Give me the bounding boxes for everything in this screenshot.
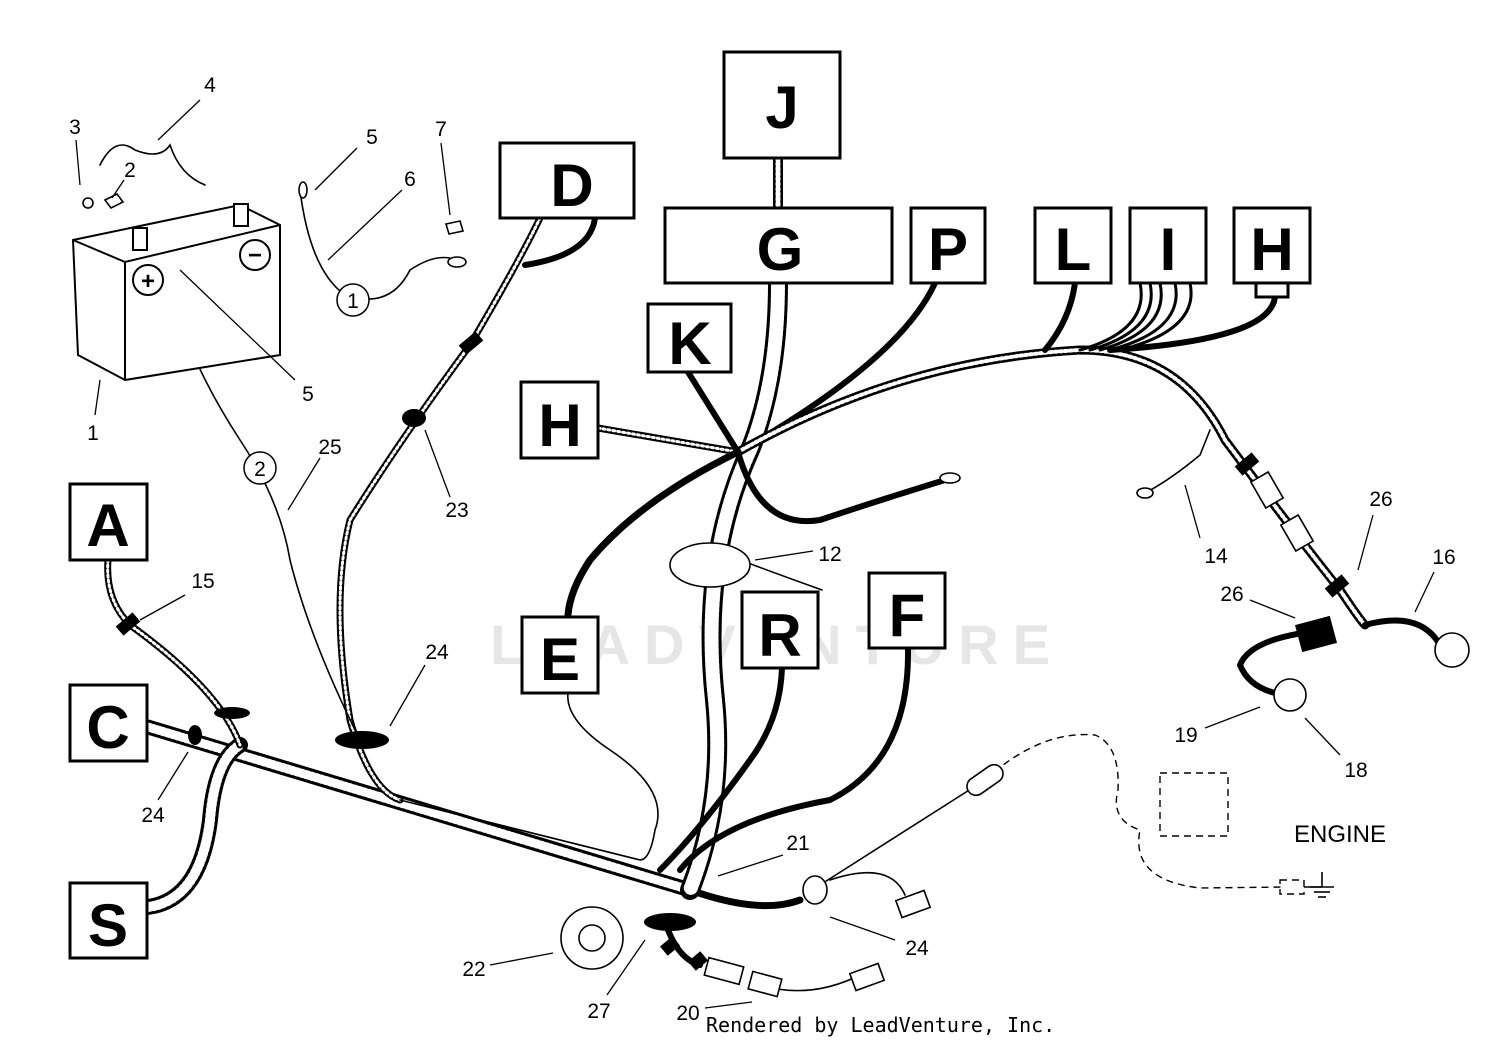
callout-12: 12 [818,543,841,566]
connector-D-label: D [550,152,593,219]
circled-callout-2-text: 2 [254,458,266,481]
connector-D[interactable]: D [498,141,636,220]
callout-leaders [75,99,1435,1009]
connector-S[interactable]: S [68,881,149,960]
connector-F[interactable]: F [867,571,947,650]
callout-22: 22 [462,958,485,981]
callout-20: 20 [676,1002,699,1025]
connector-F-label: F [889,582,926,649]
callout-27: 27 [587,1000,610,1023]
connector-R-label: R [758,602,801,669]
connector-H-top[interactable]: H [1232,206,1312,299]
connector-A-label: A [86,492,129,559]
battery-minus-label: − [248,242,262,269]
connector-K[interactable]: K [646,302,733,377]
footer-credit: Rendered by LeadVenture, Inc. [706,1013,1055,1037]
connector-L-label: L [1055,216,1092,283]
callout-24-left: 24 [141,804,165,827]
connector-H-top-label: H [1250,216,1293,283]
small-parts [82,181,1470,998]
callout-4: 4 [204,74,216,97]
harness-clips [115,331,1350,971]
callout-labels: 1 2 3 4 5 6 7 5 25 23 15 24 24 12 14 26 … [69,74,1456,1025]
connector-E[interactable]: E [520,615,600,695]
callout-24-mid: 24 [425,641,449,664]
callout-7: 7 [435,118,447,141]
callout-14: 14 [1204,545,1228,568]
connector-E-label: E [540,626,580,693]
callout-21: 21 [786,832,809,855]
connector-S-label: S [88,892,128,959]
connector-J[interactable]: J [722,50,842,160]
connector-P[interactable]: P [909,206,987,285]
connector-L[interactable]: L [1033,206,1113,285]
callout-3: 3 [69,116,81,139]
callout-26-mid: 26 [1220,583,1243,606]
callout-19: 19 [1174,724,1197,747]
connector-C[interactable]: C [68,683,149,763]
connector-R[interactable]: R [740,590,820,670]
circled-callout-2: 2 [243,451,277,485]
connector-G[interactable]: G [663,206,894,285]
callout-5-top: 5 [366,126,378,149]
connector-G-label: G [757,216,804,283]
callout-24-right: 24 [905,937,929,960]
connector-A[interactable]: A [68,482,149,562]
callout-23: 23 [445,499,468,522]
callout-15: 15 [191,570,214,593]
connector-C-label: C [86,694,129,761]
callout-5-battery: 5 [302,383,314,406]
connector-I[interactable]: I [1128,206,1208,285]
callout-16: 16 [1432,546,1455,569]
callout-25: 25 [318,436,341,459]
connector-P-label: P [928,216,968,283]
connector-H-left[interactable]: H [519,380,600,460]
battery: + − [71,203,281,382]
connector-J-label: J [765,74,798,141]
connector-K-label: K [668,310,711,377]
callout-1: 1 [87,422,99,445]
callout-6: 6 [404,168,416,191]
callout-26-top: 26 [1369,488,1392,511]
circled-callout-1: 1 [336,283,370,317]
engine-label: ENGINE [1294,821,1386,848]
circled-callout-1-text: 1 [347,290,359,313]
battery-plus-label: + [141,268,155,295]
callout-18: 18 [1344,759,1367,782]
engine-ground-path [984,733,1305,895]
ground-symbol-icon [1304,872,1334,898]
callout-2: 2 [124,159,136,182]
connector-I-label: I [1160,216,1177,283]
connector-H-left-label: H [538,392,581,459]
